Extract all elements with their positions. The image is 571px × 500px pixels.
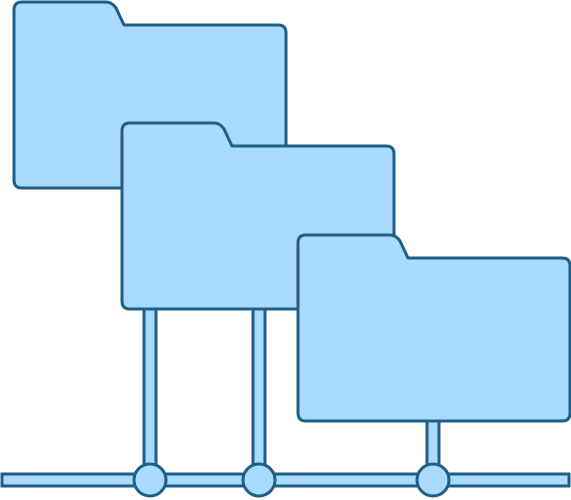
network-node-icon xyxy=(415,462,451,498)
connector-line xyxy=(142,307,158,468)
network-bus-line xyxy=(0,472,571,488)
connector-line xyxy=(251,307,267,468)
connector-line xyxy=(425,419,441,468)
network-node-icon xyxy=(241,462,277,498)
folder-icon xyxy=(296,233,571,423)
network-node-icon xyxy=(132,462,168,498)
